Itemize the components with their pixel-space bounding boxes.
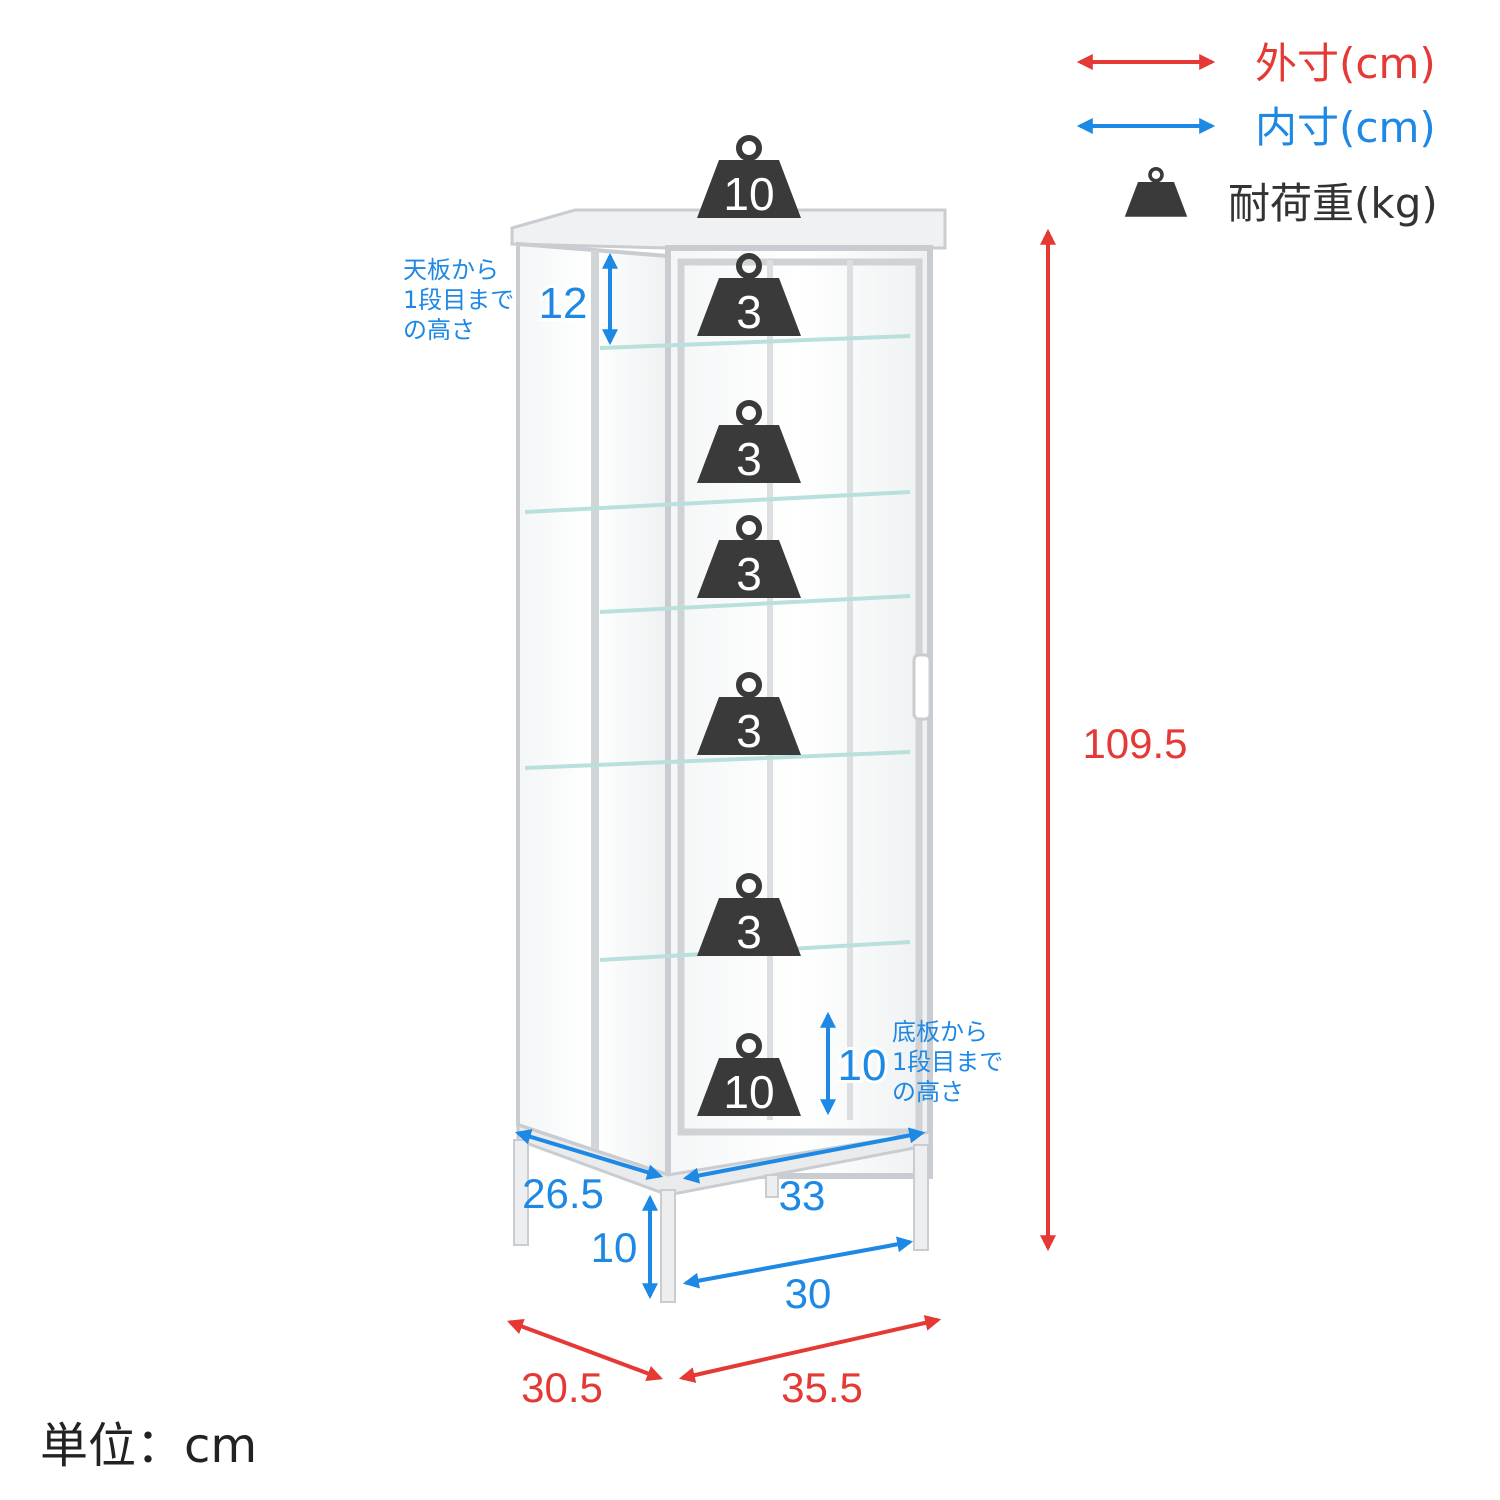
height-outer-value: 109.5 [1082,720,1187,767]
bottom-gap-value: 10 [838,1041,887,1090]
top-gap-note-line3: の高さ [403,316,475,344]
weight-icon: 3 [697,253,801,338]
weight-value-shelf-5: 3 [736,906,762,958]
width-inner-top-value: 33 [779,1172,826,1219]
width-inner-top-arrow [682,1127,926,1184]
shelf-1 [599,334,911,350]
cabinet-illustration [510,208,947,1303]
weight-icon: 3 [697,515,801,600]
weight-icon: 10 [697,135,801,220]
bottom-gap-note-line1: 底板から [892,1018,988,1046]
load-legend-label: 耐荷重(kg) [1228,179,1438,228]
weight-icon: 10 [697,1033,801,1118]
weight-icon: 3 [697,672,801,757]
top-gap-note-line2: 1段目まで [403,286,514,314]
weight-icon [1124,166,1188,217]
inner-legend-label: 内寸(cm) [1255,103,1436,152]
width-outer-arrow [678,1315,942,1383]
cabinet-top-plate [510,208,947,250]
weight-value-bottom: 10 [723,1066,774,1118]
weight-icon: 3 [697,400,801,485]
leg-front-right [913,1144,929,1251]
width-inner-bottom-arrow [682,1236,914,1289]
cabinet-front-frame [665,245,933,1179]
weight-value-shelf-4: 3 [736,705,762,757]
shelf-3 [599,594,911,614]
shelf-2 [524,490,911,514]
shelf-4 [524,750,911,770]
depth-inner-value: 26.5 [522,1170,604,1217]
weight-value-shelf-3: 3 [736,548,762,600]
width-outer-value: 35.5 [781,1364,863,1411]
inner-dimensions: 12 天板から 1段目まで の高さ 10 底板から 1段目まで の高さ 26.5… [403,252,1003,1317]
door-handle [912,653,932,721]
depth-outer-arrow [507,1318,663,1382]
weight-icon: 3 [697,873,801,958]
leg-front-left [660,1189,676,1303]
weight-markers: 10 3 3 3 3 3 10 [697,135,801,1118]
weight-value-shelf-2: 3 [736,433,762,485]
weight-value-top: 10 [723,168,774,220]
bottom-gap-note-line2: 1段目まで [892,1048,1003,1076]
leg-rear-right [765,1174,779,1198]
depth-outer-value: 30.5 [521,1364,603,1411]
top-gap-value: 12 [539,279,588,328]
bottom-gap-note-line3: の高さ [892,1078,964,1106]
width-inner-bottom-value: 30 [785,1270,832,1317]
leg-height-value: 10 [591,1224,638,1271]
outer-dimensions: 109.5 30.5 35.5 [507,228,1188,1411]
outer-legend-label: 外寸(cm) [1255,39,1436,88]
depth-inner-arrow [514,1129,664,1180]
unit-label: 単位：cm [40,1418,257,1474]
weight-value-shelf-1: 3 [736,286,762,338]
legend: 外寸(cm) 内寸(cm) 耐荷重(kg) [1076,39,1438,228]
top-gap-note-line1: 天板から [403,256,499,284]
